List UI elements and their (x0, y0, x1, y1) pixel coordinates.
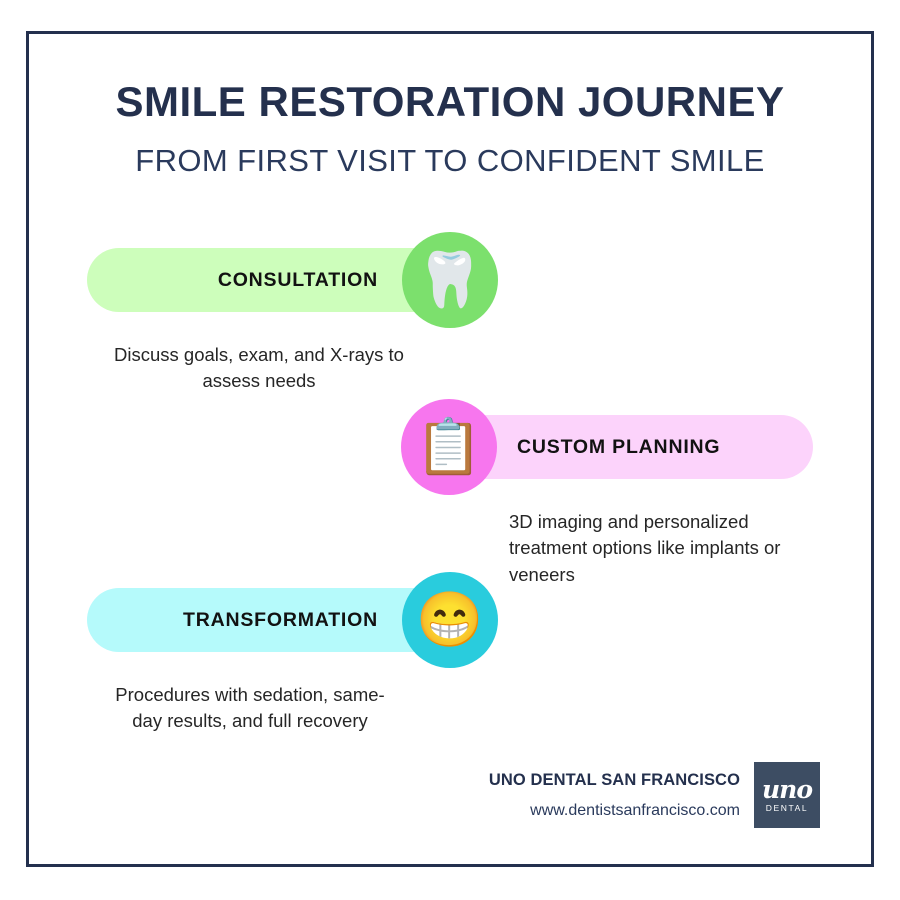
step-2-pill-row: CUSTOM PLANNING 📋 (401, 399, 813, 495)
step-1-pill: CONSULTATION (87, 248, 450, 312)
footer-text-block: UNO DENTAL SAN FRANCISCO www.dentistsanf… (489, 771, 740, 820)
page-title: SMILE RESTORATION JOURNEY (115, 78, 785, 125)
tooth-icon: 🦷 (402, 232, 498, 328)
step-3-pill: TRANSFORMATION (87, 588, 450, 652)
footer-branding: UNO DENTAL SAN FRANCISCO www.dentistsanf… (470, 762, 820, 828)
logo-wordmark: uno (761, 775, 813, 805)
step-2-label: CUSTOM PLANNING (517, 435, 721, 458)
clipboard-icon-glyph: 📋 (415, 417, 483, 477)
grinning-face-icon: 😁 (402, 572, 498, 668)
uno-dental-logo: uno DENTAL (754, 762, 820, 828)
page-subtitle: FROM FIRST VISIT TO CONFIDENT SMILE (135, 143, 765, 179)
clipboard-icon: 📋 (401, 399, 497, 495)
step-2-pill: CUSTOM PLANNING (449, 415, 813, 479)
step-3-label: TRANSFORMATION (183, 608, 378, 631)
brand-website: www.dentistsanfrancisco.com (530, 801, 740, 819)
step-1-description: Discuss goals, exam, and X-rays to asses… (114, 344, 404, 392)
brand-name: UNO DENTAL SAN FRANCISCO (488, 770, 740, 789)
logo-subtitle: DENTAL (765, 803, 809, 814)
step-3-pill-row: TRANSFORMATION 😁 (87, 572, 498, 668)
step-custom-planning: CUSTOM PLANNING 📋 3D imaging and persona… (401, 399, 813, 588)
step-2-description: 3D imaging and personalized treatment op… (509, 511, 781, 585)
step-consultation: CONSULTATION 🦷 Discuss goals, exam, and … (87, 232, 498, 395)
step-1-label: CONSULTATION (217, 268, 378, 291)
step-transformation: TRANSFORMATION 😁 Procedures with sedatio… (87, 572, 498, 735)
tooth-icon-glyph: 🦷 (416, 250, 484, 310)
grinning-face-icon-glyph: 😁 (416, 590, 484, 650)
step-3-description: Procedures with sedation, same-day resul… (115, 684, 385, 732)
poster-header: SMILE RESTORATION JOURNEY FROM FIRST VIS… (50, 78, 850, 179)
step-1-pill-row: CONSULTATION 🦷 (87, 232, 498, 328)
